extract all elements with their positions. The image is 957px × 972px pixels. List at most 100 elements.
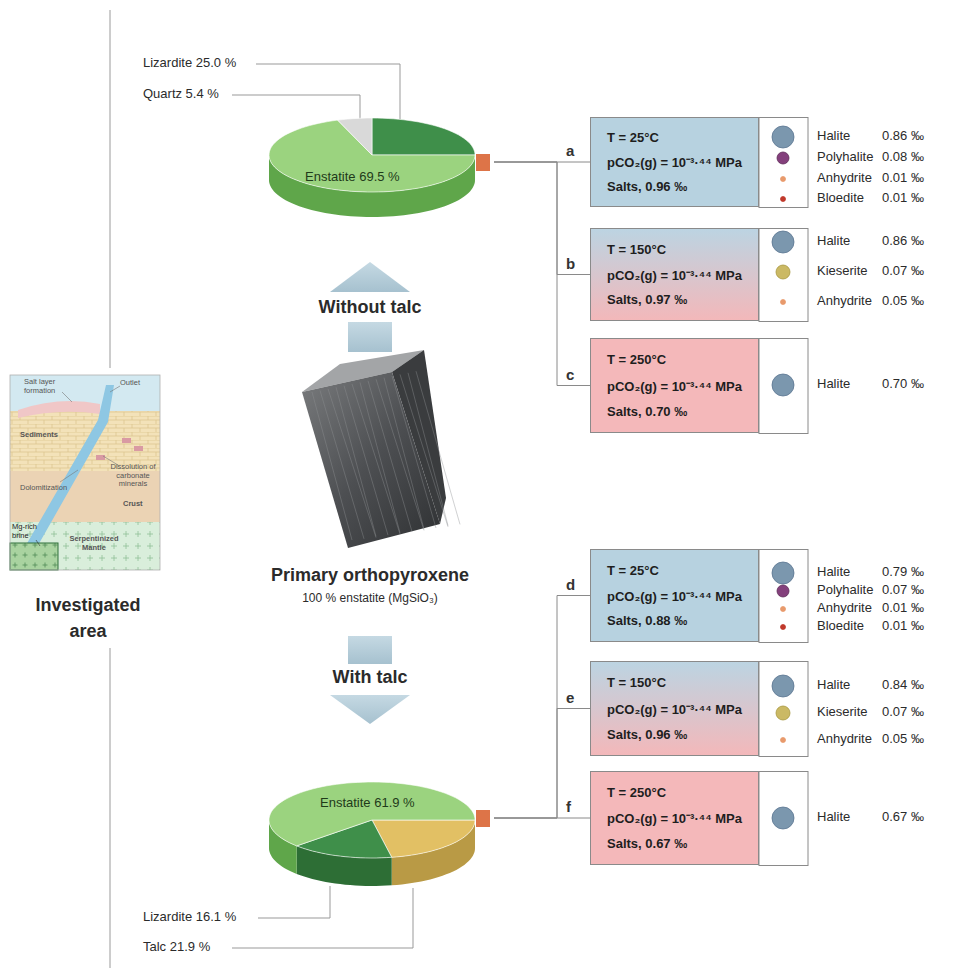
- text-label: Lizardite 16.1 %: [143, 910, 236, 925]
- mineral-symbol: [772, 675, 794, 697]
- text-label: Dissolution of carbonate minerals: [108, 463, 158, 489]
- condition-box: T = 150°CpCO₂(g) = 10⁻³·⁴⁴ MPaSalts, 0.9…: [590, 661, 759, 756]
- mineral-symbol: [772, 807, 794, 829]
- bracket-connector: [494, 596, 590, 819]
- mineral-panel: [759, 118, 808, 208]
- leader-line: [232, 888, 413, 948]
- branch-letter: f: [566, 798, 571, 815]
- condition-text: T = 25°C: [607, 563, 659, 578]
- condition-text: Salts, 0.67 ‰: [607, 836, 687, 851]
- investigated-area-illustration: [10, 375, 160, 570]
- leader-line: [256, 64, 400, 121]
- arrow-stem: [348, 322, 392, 352]
- condition-box: T = 150°C pCO₂(g) = 10⁻³·⁴⁴ MPaSalts, 0.9…: [590, 228, 759, 321]
- condition-text: Salts, 0.97 ‰: [607, 292, 687, 307]
- text-label: Dolomitization: [20, 484, 67, 493]
- mineral-panel: [759, 550, 808, 643]
- branch-letter: d: [566, 576, 575, 593]
- mineral-name: Anhydrite: [817, 732, 872, 747]
- condition-text: T = 250°C: [607, 785, 666, 800]
- slice-label: Enstatite 61.9 %: [320, 796, 415, 811]
- condition-text: pCO₂(g) = 10⁻³·⁴⁴ MPa: [607, 266, 742, 284]
- pie-slice: [269, 782, 475, 846]
- condition-text: pCO₂(g) = 10⁻³·⁴⁴ MPa: [607, 153, 742, 171]
- mineral-name: Polyhalite: [817, 583, 873, 598]
- branch-letter: a: [566, 142, 574, 159]
- condition-text: Salts, 0.88 ‰: [607, 613, 687, 628]
- mineral-value: 0.08 ‰: [882, 150, 924, 165]
- leader-line: [232, 95, 360, 121]
- pie-node: Enstatite 69.5 %: [262, 112, 494, 227]
- bracket-connector: [494, 818, 590, 819]
- branch-letter: b: [566, 255, 575, 272]
- text-label: 100 % enstatite (MgSiO₃): [250, 592, 490, 606]
- branch-letter: e: [566, 689, 574, 706]
- divider-line: [110, 648, 111, 968]
- mineral-symbol: [772, 562, 794, 584]
- mineral-name: Bloedite: [817, 191, 864, 206]
- text-label: Lizardite 25.0 %: [143, 56, 236, 71]
- text-label: Salt layer formation: [24, 378, 70, 395]
- mineral-value: 0.01 ‰: [882, 191, 924, 206]
- mineral-name: Halite: [817, 678, 850, 693]
- mineral-symbol: [772, 231, 794, 253]
- condition-box: T = 250°CpCO₂(g) = 10⁻³·⁴⁴ MPaSalts, 0.7…: [590, 338, 759, 433]
- condition-box: T = 25°CpCO₂(g) = 10⁻³·⁴⁴ MPaSalts, 0.96…: [590, 117, 759, 207]
- text-label: Investigated area: [20, 592, 156, 644]
- divider-line: [110, 10, 111, 368]
- mineral-value: 0.67 ‰: [882, 810, 924, 825]
- mineral-name: Anhydrite: [817, 294, 872, 309]
- orthopyroxene-crystal: [302, 350, 460, 548]
- mineral-name: Halite: [817, 377, 850, 392]
- mineral-value: 0.01 ‰: [882, 171, 924, 186]
- bracket-connector: [494, 162, 590, 386]
- condition-box: T = 250°C pCO₂(g) = 10⁻³·⁴⁴ MPaSalts, 0.6…: [590, 771, 759, 865]
- mineral-value: 0.01 ‰: [882, 619, 924, 634]
- text-label: Sediments: [20, 431, 58, 440]
- mineral-name: Halite: [817, 234, 850, 249]
- pie-slice: [372, 118, 475, 155]
- text-label: Outlet: [120, 379, 140, 388]
- condition-text: pCO₂(g) = 10⁻³·⁴⁴ MPa: [607, 700, 742, 718]
- mineral-symbol: [772, 126, 794, 148]
- mineral-value: 0.84 ‰: [882, 678, 924, 693]
- condition-text: Salts, 0.96 ‰: [607, 727, 687, 742]
- text-label: Without talc: [300, 297, 440, 318]
- mineral-symbol: [777, 152, 789, 164]
- mineral-name: Kieserite: [817, 705, 868, 720]
- text-label: Serpentinized Mantle: [64, 535, 124, 552]
- salt-marker: [476, 154, 490, 171]
- mineral-panel: [759, 229, 808, 322]
- mineral-panel: [759, 339, 808, 434]
- condition-text: pCO₂(g) = 10⁻³·⁴⁴ MPa: [607, 809, 742, 827]
- branch-letter: c: [566, 366, 574, 383]
- text-label: Primary orthopyroxene: [250, 565, 490, 586]
- mineral-value: 0.07 ‰: [882, 264, 924, 279]
- text-label: With talc: [300, 667, 440, 688]
- pie-node: Enstatite 61.9 %: [262, 776, 494, 888]
- arrow-head: [330, 695, 410, 724]
- mineral-value: 0.05 ‰: [882, 732, 924, 747]
- mineral-symbol: [781, 197, 786, 202]
- bracket-connector: [494, 709, 590, 819]
- mineral-value: 0.07 ‰: [882, 705, 924, 720]
- condition-text: T = 25°C: [607, 130, 659, 145]
- mineral-name: Anhydrite: [817, 601, 872, 616]
- mineral-name: Halite: [817, 129, 850, 144]
- mineral-name: Halite: [817, 810, 850, 825]
- condition-box: T = 25°CpCO₂(g) = 10⁻³·⁴⁴ MPaSalts, 0.88…: [590, 549, 759, 642]
- text-label: Talc 21.9 %: [143, 940, 210, 955]
- pie-chart: [262, 776, 494, 888]
- mineral-symbol: [776, 706, 790, 720]
- mineral-symbol: [781, 607, 786, 612]
- text-label: Mg-rich brine: [12, 523, 48, 540]
- mineral-panel: [759, 772, 808, 866]
- text-label: Crust: [123, 500, 143, 509]
- text-label: Quartz 5.4 %: [143, 87, 219, 102]
- salt-marker: [476, 810, 490, 827]
- mineral-name: Halite: [817, 565, 850, 580]
- mineral-symbol: [781, 177, 786, 182]
- condition-text: T = 150°C: [607, 242, 666, 257]
- slice-label: Enstatite 69.5 %: [305, 170, 400, 185]
